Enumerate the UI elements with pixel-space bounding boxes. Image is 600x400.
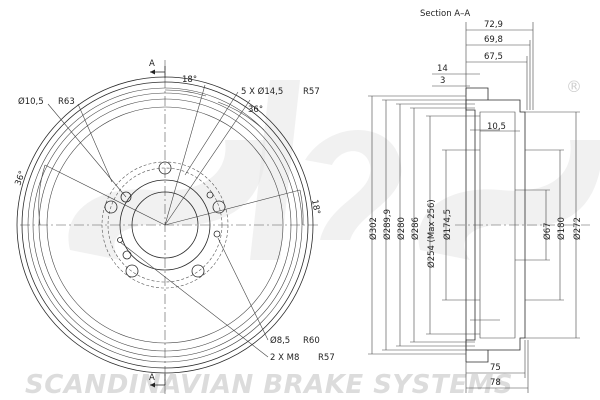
- stud-hole-5: [104, 200, 118, 214]
- small-hole-label: Ø8,5: [270, 335, 290, 346]
- dim-d254: Ø254 (Max 256): [426, 199, 437, 268]
- small-hole-1: [120, 191, 132, 203]
- angle-arc-top: [164, 89, 207, 97]
- angle-line-right: [164, 189, 301, 226]
- thread-hole-3: [117, 237, 123, 243]
- dim-78: 78: [490, 378, 501, 388]
- dim-75: 75: [490, 363, 501, 373]
- dim-10-5: 10,5: [487, 122, 506, 132]
- small-hole-2: [122, 250, 132, 260]
- rim-circle-5: [38, 98, 292, 352]
- section-view: Section A–A 72,9 69,8 67,5 14 3 10,5: [368, 9, 590, 393]
- rim-circle-2: [21, 81, 309, 369]
- angle-arc-left: [38, 164, 46, 226]
- watermark-logo: ® SCANDINAVIAN BRAKE SYSTEMS: [25, 77, 600, 400]
- watermark-tagline: SCANDINAVIAN BRAKE SYSTEMS: [25, 370, 513, 400]
- rim-flange: [466, 87, 489, 363]
- angle-top-right-label: 36°: [248, 105, 263, 115]
- small-radius-label: R60: [303, 336, 320, 346]
- section-title: Section A–A: [420, 9, 470, 19]
- drum-profile: [465, 99, 526, 351]
- rim-circle-4: [32, 92, 298, 358]
- radius-left-label: R63: [58, 97, 75, 107]
- section-marker-bottom: A: [149, 373, 155, 383]
- stud-hole-3: [191, 264, 205, 278]
- drum-inner-lines: [470, 129, 500, 321]
- registered-mark: ®: [566, 77, 582, 96]
- dim-d289-9: Ø289,9: [382, 209, 393, 240]
- drum-inner: [479, 111, 516, 339]
- angle-arc-right: [299, 189, 304, 226]
- angle-arc-top-right: [217, 101, 265, 131]
- rim-circle-3: [27, 87, 303, 363]
- dim-d67: Ø67: [542, 222, 553, 240]
- dim-67-5: 67,5: [484, 52, 503, 62]
- dim-69-8: 69,8: [484, 35, 503, 45]
- stud-hole-1: [158, 161, 172, 175]
- dim-d272: Ø272: [572, 217, 583, 240]
- thread-radius-label: R57: [318, 353, 335, 363]
- dim-72-9: 72,9: [484, 20, 503, 30]
- thread-hole-1: [206, 191, 214, 199]
- dim-14: 14: [437, 64, 448, 74]
- arrow-head-top: [150, 69, 155, 75]
- dim-d174-5: Ø174,5: [442, 209, 453, 240]
- angle-right-label: 18°: [309, 199, 321, 216]
- hole-left-label: Ø10,5: [18, 96, 44, 107]
- stud-holes-label: 5 X Ø14,5: [241, 86, 283, 97]
- dim-3: 3: [440, 76, 445, 86]
- leader-thread-holes: [119, 241, 269, 358]
- extension-lines: [368, 95, 580, 355]
- dim-d280: Ø280: [396, 217, 407, 240]
- angle-left-label: 36°: [13, 169, 28, 187]
- hub-circle: [119, 179, 211, 271]
- angle-line-left: [44, 164, 166, 226]
- leader-hole-left: [47, 103, 127, 198]
- leader-small-hole: [217, 237, 269, 341]
- dim-d286: Ø286: [410, 217, 421, 240]
- thread-holes-label: 2 X M8: [270, 353, 299, 363]
- angle-top-label: 18°: [182, 75, 197, 85]
- leader-radius-left: [77, 103, 113, 183]
- stud-hole-4: [125, 264, 139, 278]
- front-view: A A 18° 36° 36° 18° Ø10,5 R63 5 X Ø14,5 …: [13, 59, 335, 395]
- dim-d302: Ø302: [368, 217, 379, 240]
- rim-circle-6: [46, 106, 284, 344]
- angle-line-top-right: [164, 99, 251, 226]
- bolt-circle-r57: [107, 167, 223, 283]
- angle-line-top: [164, 84, 206, 226]
- thread-hole-2: [213, 230, 221, 238]
- leader-stud-holes: [184, 91, 239, 176]
- center-bore: [131, 191, 199, 259]
- stud-hole-2: [212, 200, 226, 214]
- arrow-head-bottom: [150, 382, 155, 388]
- stud-radius-label: R57: [303, 87, 320, 97]
- dim-d180: Ø180: [556, 217, 567, 240]
- section-marker-top: A: [149, 59, 155, 69]
